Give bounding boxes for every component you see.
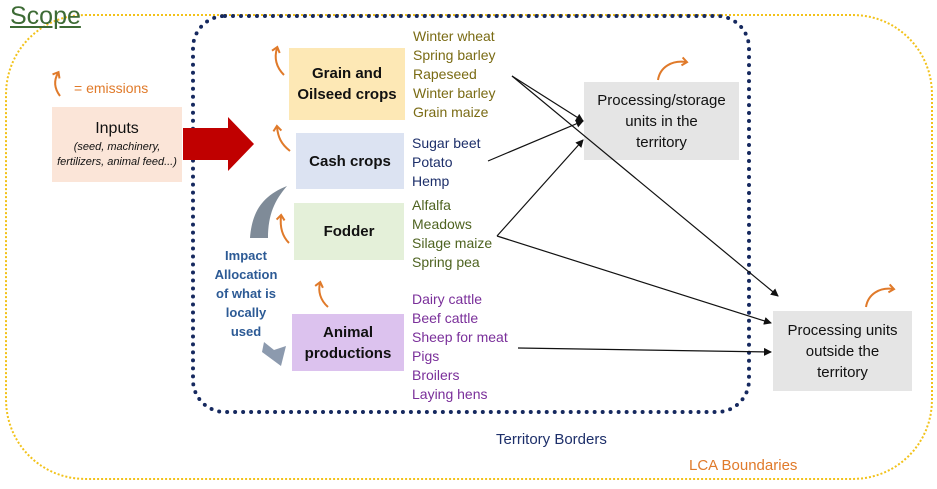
- fodder-label: Fodder: [323, 223, 375, 240]
- fodder-box: Fodder: [294, 203, 404, 260]
- list-item: Sugar beet: [412, 135, 481, 151]
- cash-crops-box: Cash crops: [296, 133, 404, 189]
- list-item: Winter wheat: [413, 28, 495, 44]
- inputs-title: Inputs: [95, 119, 139, 137]
- list-item: Beef cattle: [412, 310, 479, 326]
- impact-allocation-curve: [250, 186, 287, 238]
- emission-arrow-cash: [272, 124, 291, 152]
- animal-productions-box: Animal productions: [292, 314, 404, 371]
- cash-label: Cash crops: [309, 152, 391, 170]
- fodder-items-list: Alfalfa Meadows Silage maize Spring pea: [412, 196, 492, 272]
- input-arrow: [183, 117, 254, 171]
- grain-oilseed-box: Grain and Oilseed crops: [289, 48, 405, 120]
- list-item: Alfalfa: [412, 197, 451, 213]
- list-item: Spring pea: [412, 254, 480, 270]
- proc-terr-line: Processing/storage: [597, 91, 726, 109]
- flow-grain-to-proc-out: [511, 75, 779, 297]
- flow-cash-to-proc-terr: [487, 120, 584, 162]
- animal-label-line2: productions: [304, 344, 392, 362]
- list-item: Meadows: [412, 216, 472, 232]
- animal-label-line1: Animal: [322, 323, 373, 341]
- proc-terr-line: territory: [636, 133, 687, 151]
- list-item: Grain maize: [413, 104, 489, 120]
- proc-out-line: territory: [817, 363, 868, 381]
- emission-arrow-fodder: [275, 213, 290, 244]
- list-item: Sheep for meat: [412, 329, 508, 345]
- grain-label-line1: Grain and: [311, 65, 382, 82]
- list-item: Broilers: [412, 367, 460, 383]
- flow-fodder-to-proc-terr: [496, 139, 584, 237]
- cash-items-list: Sugar beet Potato Hemp: [412, 134, 481, 191]
- grain-label-line2: Oilseed crops: [297, 86, 397, 103]
- flow-grain-to-proc-terr: [511, 75, 584, 122]
- list-item: Rapeseed: [413, 66, 477, 82]
- list-item: Dairy cattle: [412, 291, 483, 307]
- lca-boundaries-label: LCA Boundaries: [689, 457, 798, 474]
- inputs-box: Inputs (seed, machinery, fertilizers, an…: [52, 107, 182, 182]
- impact-allocation-arrow: [262, 342, 286, 366]
- list-item: Silage maize: [412, 235, 493, 251]
- processing-outside-territory-box: Processing units outside the territory: [773, 311, 912, 391]
- animal-items-list: Dairy cattle Beef cattle Sheep for meat …: [412, 290, 508, 404]
- territory-borders-label: Territory Borders: [496, 431, 607, 448]
- emission-arrow-legend: [52, 70, 61, 97]
- impact-line: of what is: [216, 286, 276, 301]
- emission-arrow-grain: [271, 45, 285, 76]
- territory-boundary: [191, 14, 751, 414]
- page-title: Scope: [10, 2, 81, 30]
- emission-arrow-proc-out: [865, 283, 896, 308]
- inputs-detail: (seed, machinery, fertilizers, animal fe…: [57, 140, 177, 168]
- impact-line: locally: [225, 305, 267, 320]
- grain-items-list: Winter wheat Spring barley Rapeseed Wint…: [413, 27, 496, 122]
- list-item: Hemp: [412, 173, 450, 189]
- list-item: Pigs: [412, 348, 440, 364]
- proc-out-line: Processing units: [787, 321, 898, 339]
- list-item: Winter barley: [413, 85, 496, 101]
- emissions-legend-label: = emissions: [74, 80, 149, 96]
- list-item: Laying hens: [412, 386, 488, 402]
- proc-out-line: outside the: [805, 342, 880, 360]
- impact-allocation-text: Impact Allocation of what is locally use…: [204, 246, 288, 341]
- emission-arrow-animal: [314, 280, 329, 308]
- impact-line: Allocation: [214, 267, 278, 282]
- list-item: Potato: [412, 154, 453, 170]
- list-item: Spring barley: [413, 47, 496, 63]
- impact-line: used: [230, 324, 262, 339]
- proc-terr-line: units in the: [625, 112, 698, 130]
- impact-line: Impact: [225, 248, 267, 263]
- flow-fodder-to-proc-out: [496, 235, 772, 325]
- processing-storage-territory-box: Processing/storage units in the territor…: [584, 82, 739, 160]
- flow-animal-to-proc-out: [517, 347, 772, 356]
- emission-arrow-proc-terr: [657, 56, 689, 81]
